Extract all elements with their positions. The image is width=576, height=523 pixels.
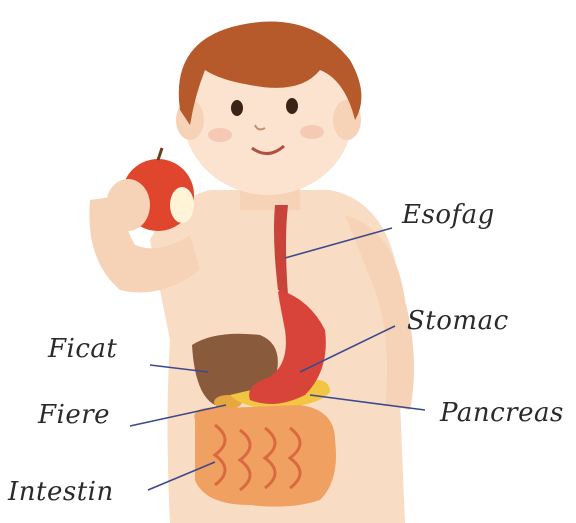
label-intestin: Intestin [8,477,114,507]
child-hand [106,179,150,231]
label-pancreas: Pancreas [440,398,564,428]
label-esofag: Esofag [402,200,495,230]
label-stomac: Stomac [407,306,509,336]
label-fiere: Fiere [38,400,110,430]
child-eye-right [286,98,298,114]
child-eye-left [231,100,243,116]
label-ficat: Ficat [48,334,117,364]
